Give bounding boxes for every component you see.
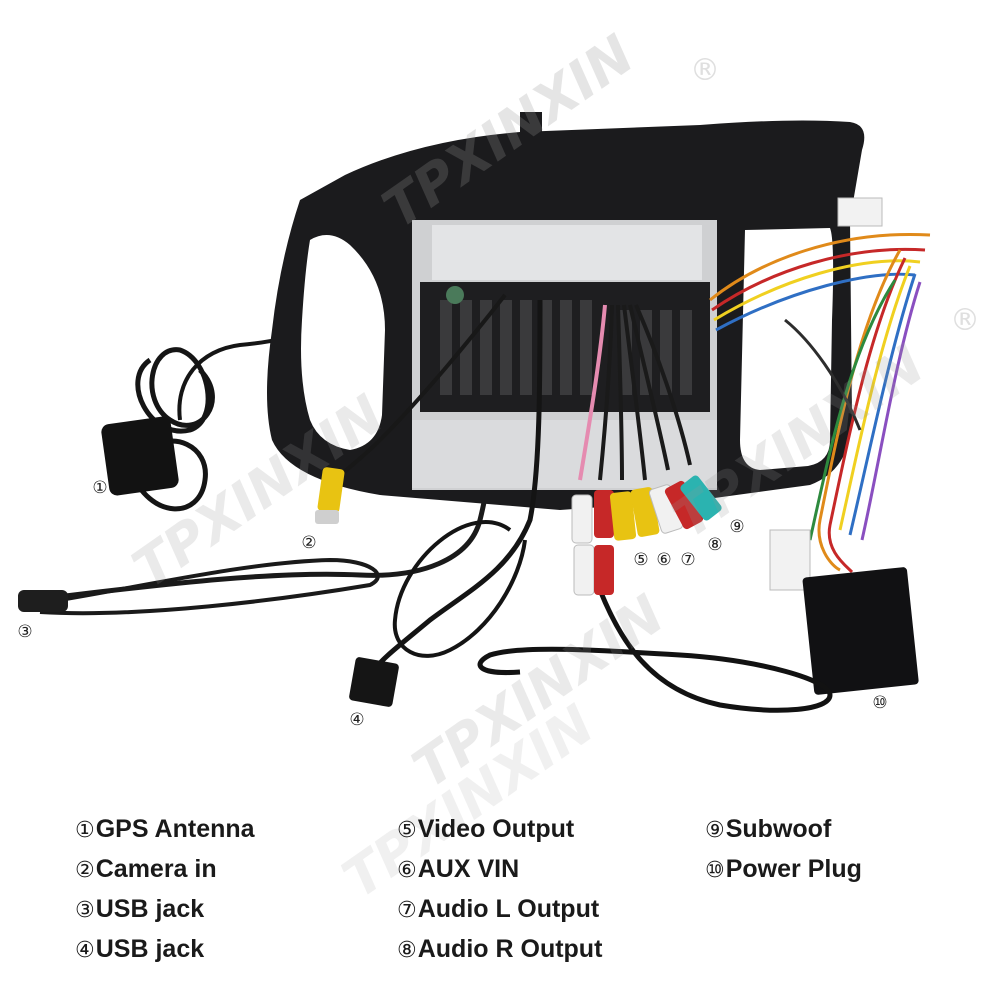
usb-cable-4 xyxy=(372,299,543,672)
legend-label: Power Plug xyxy=(725,855,862,883)
watermark-reg-1: ® xyxy=(690,53,720,88)
callout-8: ⑧ xyxy=(707,535,723,555)
frame-cutout-left xyxy=(301,235,385,450)
legend-num: ⑦ xyxy=(397,898,417,923)
callout-9: ⑨ xyxy=(729,517,745,537)
legend-item-6: ⑥AUX VIN xyxy=(397,855,519,884)
legend-num: ① xyxy=(75,818,95,843)
chassis-top-panel xyxy=(432,225,702,280)
legend-num: ② xyxy=(75,858,95,883)
legend-label: Audio R Output xyxy=(417,935,603,963)
legend-item-9: ⑨Subwoof xyxy=(705,815,831,844)
camera-rca-yellow xyxy=(317,467,345,513)
frame-top-tab xyxy=(520,112,542,142)
usb-plug-3 xyxy=(18,590,68,612)
camera-cable xyxy=(336,293,507,480)
legend-item-5: ⑤Video Output xyxy=(397,815,574,844)
legend-item-7: ⑦Audio L Output xyxy=(397,895,599,924)
legend-label: USB jack xyxy=(95,935,205,963)
callout-4: ④ xyxy=(349,710,365,730)
watermark-reg-2: ® xyxy=(950,303,980,338)
legend-label: Audio L Output xyxy=(417,895,600,923)
legend-item-4: ④USB jack xyxy=(75,935,204,964)
legend-num: ⑥ xyxy=(397,858,417,883)
frame-cutout-right xyxy=(740,228,834,470)
legend-label: Subwoof xyxy=(725,815,832,843)
camera-rca-tip xyxy=(315,510,339,524)
legend-num: ③ xyxy=(75,898,95,923)
usb-cable-4-loop xyxy=(392,520,527,658)
legend-num: ④ xyxy=(75,938,95,963)
callout-3: ③ xyxy=(17,622,33,642)
legend-item-1: ①GPS Antenna xyxy=(75,815,255,844)
callout-5: ⑤ xyxy=(633,550,649,570)
bottom-long-cable xyxy=(477,589,833,713)
callout-6: ⑥ xyxy=(656,550,672,570)
legend-num: ⑤ xyxy=(397,818,417,843)
legend-item-2: ②Camera in xyxy=(75,855,217,884)
legend-num: ⑨ xyxy=(705,818,725,843)
rca-wires xyxy=(578,304,692,481)
callout-10: ⑩ xyxy=(872,693,888,713)
legend-label: AUX VIN xyxy=(417,855,520,883)
gps-antenna-block xyxy=(101,416,179,496)
chassis-bottom-panel xyxy=(412,420,717,488)
legend-num: ⑧ xyxy=(397,938,417,963)
harness-connector-white-top xyxy=(837,197,883,227)
rca-plugs xyxy=(571,475,722,596)
callout-1: ① xyxy=(92,478,108,498)
legend-label: GPS Antenna xyxy=(95,815,255,843)
wire-harness xyxy=(709,232,931,574)
gps-coil-2 xyxy=(127,438,208,512)
usb-cable-3-loop xyxy=(39,557,380,616)
usb-plug-4 xyxy=(349,657,399,707)
connector-pins xyxy=(440,300,692,395)
callout-7: ⑦ xyxy=(680,550,696,570)
legend-label: USB jack xyxy=(95,895,205,923)
legend-num: ⑩ xyxy=(705,858,725,883)
legend-item-8: ⑧Audio R Output xyxy=(397,935,602,964)
legend-label: Camera in xyxy=(95,855,217,883)
callout-2: ② xyxy=(301,533,317,553)
gps-socket xyxy=(446,286,464,304)
power-plug-block xyxy=(802,567,919,695)
legend-label: Video Output xyxy=(417,815,575,843)
legend-item-3: ③USB jack xyxy=(75,895,204,924)
legend-item-10: ⑩Power Plug xyxy=(705,855,862,884)
